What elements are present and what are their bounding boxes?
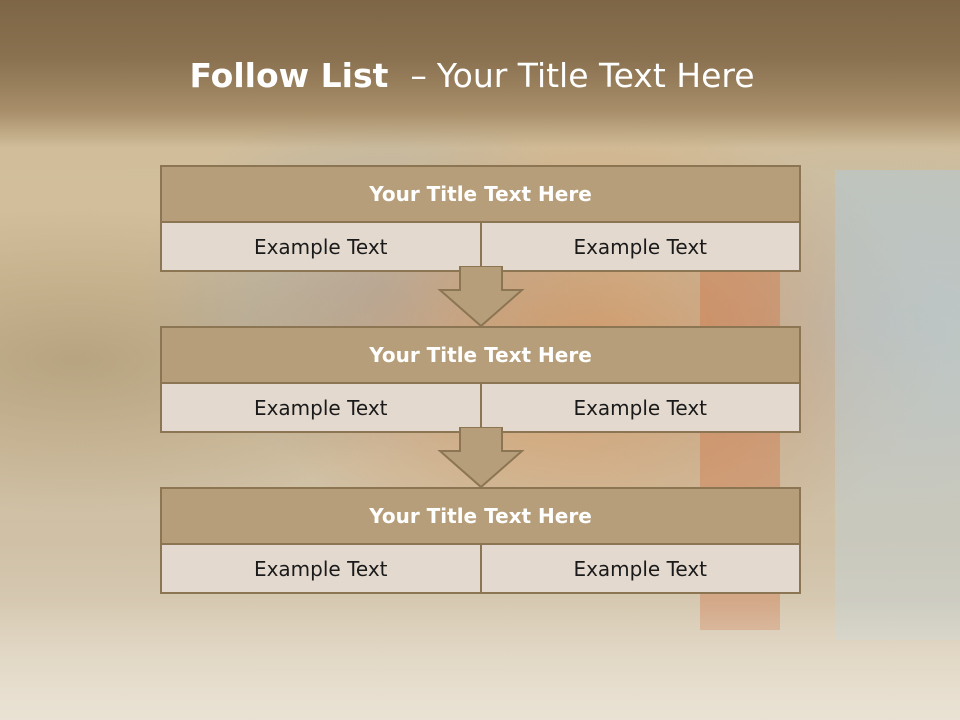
block-cell-left: Example Text — [160, 223, 482, 272]
block-cell-right: Example Text — [481, 223, 801, 272]
list-block-1: Your Title Text Here Example Text Exampl… — [160, 165, 801, 272]
title-separator: – — [410, 56, 427, 95]
list-block-2: Your Title Text Here Example Text Exampl… — [160, 326, 801, 433]
down-arrow-icon — [437, 427, 525, 489]
title-rest: Your Title Text Here — [436, 56, 755, 95]
page-title: Follow List–Your Title Text Here — [0, 52, 944, 100]
down-arrow-icon — [437, 266, 525, 328]
title-bold: Follow List — [189, 56, 389, 95]
header-band — [0, 0, 960, 148]
block-cell-right: Example Text — [481, 384, 801, 433]
block-cell-right: Example Text — [481, 545, 801, 594]
list-block-3: Your Title Text Here Example Text Exampl… — [160, 487, 801, 594]
block-title: Your Title Text Here — [160, 326, 801, 384]
block-title: Your Title Text Here — [160, 165, 801, 223]
block-title: Your Title Text Here — [160, 487, 801, 545]
block-cell-left: Example Text — [160, 545, 482, 594]
background-bottom-fade — [0, 600, 960, 720]
block-cell-left: Example Text — [160, 384, 482, 433]
background-tapestry — [835, 170, 960, 640]
